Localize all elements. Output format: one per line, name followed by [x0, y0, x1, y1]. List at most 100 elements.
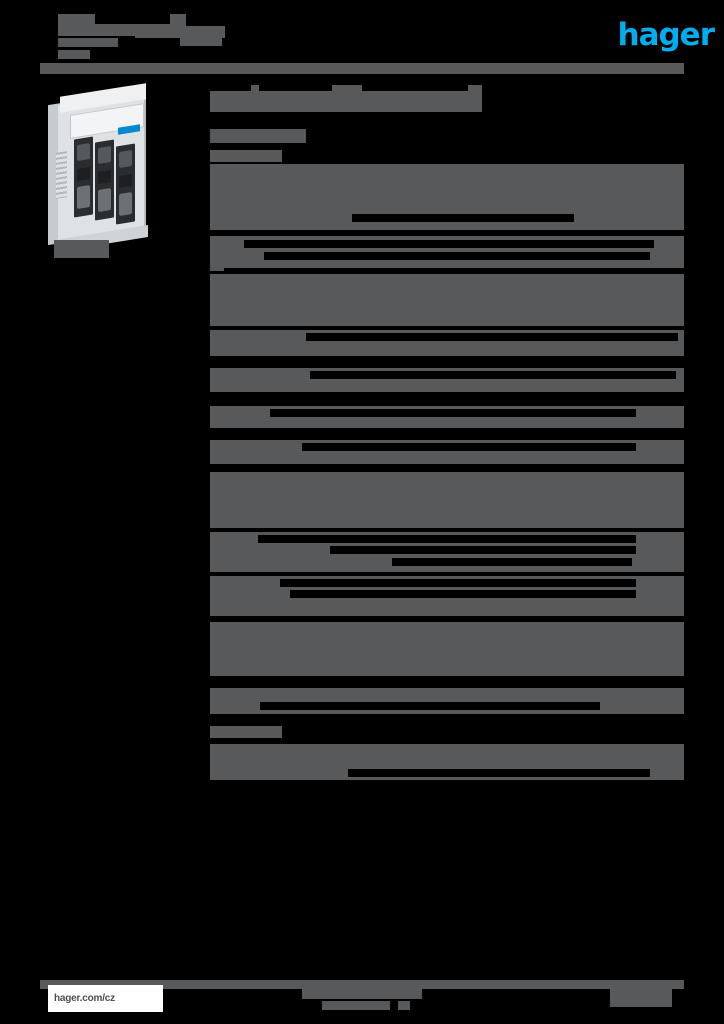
header-line-3	[58, 50, 90, 59]
leader-line	[258, 535, 636, 543]
row-label	[210, 314, 250, 323]
row-label	[210, 488, 262, 497]
table-row	[210, 236, 684, 271]
row-label	[210, 381, 236, 390]
table-row	[210, 164, 684, 230]
row-label	[210, 453, 266, 462]
row-value	[662, 745, 684, 754]
section-heading-text	[210, 726, 282, 738]
hager-logo-text: hager	[617, 16, 715, 53]
row-label	[210, 535, 250, 544]
page-footer: hager.com/cz	[40, 980, 684, 1014]
leader-line	[290, 590, 636, 598]
table-row	[210, 472, 684, 528]
row-label	[210, 419, 238, 428]
leader-line	[244, 240, 654, 248]
header-line-1b	[135, 26, 225, 38]
footer-center-line-1	[302, 989, 422, 999]
table-row	[210, 274, 684, 326]
row-label	[210, 168, 270, 177]
header-divider	[40, 63, 684, 74]
row-label	[210, 409, 254, 418]
hager-logo: hager	[617, 16, 715, 53]
row-label	[210, 546, 258, 555]
footer-center-line-2	[322, 1001, 390, 1010]
product-photo	[40, 82, 180, 258]
product-vent-slots	[56, 151, 67, 199]
page-title-ascender-1	[251, 85, 259, 92]
row-value	[640, 409, 684, 418]
row-value	[420, 204, 684, 213]
row-label	[210, 204, 248, 213]
header-line-2	[58, 38, 118, 47]
row-label	[210, 512, 270, 521]
row-value	[420, 168, 684, 177]
row-label	[210, 344, 240, 353]
section-heading	[210, 150, 684, 164]
row-label	[210, 590, 256, 599]
section-heading-text	[210, 150, 282, 162]
table-row	[210, 622, 684, 676]
leader-line	[352, 214, 574, 222]
row-label	[210, 371, 278, 380]
leader-line	[392, 558, 632, 566]
header-line-2b	[180, 38, 222, 46]
row-label	[210, 650, 272, 659]
table-row	[210, 532, 684, 572]
table-row	[210, 688, 684, 714]
table-row	[210, 406, 684, 428]
row-label	[210, 579, 250, 588]
row-value	[640, 535, 684, 544]
row-label	[210, 240, 244, 249]
row-value	[640, 546, 660, 555]
leader-line	[260, 702, 600, 710]
product-caption	[54, 240, 109, 258]
row-value	[640, 443, 684, 452]
row-label	[210, 302, 258, 311]
row-label	[210, 476, 254, 485]
footer-url[interactable]: hager.com/cz	[54, 993, 115, 1004]
leader-line	[264, 252, 650, 260]
leader-line	[280, 579, 636, 587]
row-label	[210, 626, 266, 635]
row-label	[210, 192, 264, 201]
leader-line	[348, 769, 650, 777]
product-pole-3	[116, 143, 135, 225]
row-label	[210, 747, 304, 756]
leader-line	[310, 371, 676, 379]
leader-line	[270, 409, 636, 417]
footer-center-mark-1	[392, 989, 402, 999]
page-title-ascender-3	[468, 85, 482, 92]
row-value	[420, 278, 684, 287]
page-subtitle	[210, 129, 306, 143]
row-value	[608, 702, 684, 711]
row-label	[210, 278, 266, 287]
row-label	[210, 333, 268, 342]
row-label	[210, 180, 256, 189]
row-label	[210, 443, 242, 452]
table-row	[210, 368, 684, 392]
page-title	[210, 91, 482, 112]
row-label	[210, 500, 244, 509]
footer-center-mark-2	[408, 989, 418, 999]
row-value	[420, 180, 684, 189]
row-value	[420, 290, 684, 299]
product-pole-2	[95, 139, 114, 221]
footer-center-mark-3	[398, 1001, 410, 1010]
row-label	[210, 216, 234, 225]
footer-url-box[interactable]: hager.com/cz	[48, 985, 163, 1012]
table-row	[210, 440, 684, 464]
leader-line	[306, 333, 678, 341]
row-label	[210, 638, 258, 647]
row-label	[210, 662, 246, 671]
section-heading	[210, 726, 684, 740]
header-line-1-cutout	[95, 14, 170, 24]
row-label	[210, 691, 302, 700]
page-title-ascender-2	[332, 85, 362, 92]
footer-divider	[40, 980, 684, 989]
table-row	[210, 330, 684, 356]
leader-line	[330, 546, 636, 554]
row-label	[210, 558, 240, 567]
row-label	[210, 262, 224, 271]
table-row	[210, 744, 684, 780]
